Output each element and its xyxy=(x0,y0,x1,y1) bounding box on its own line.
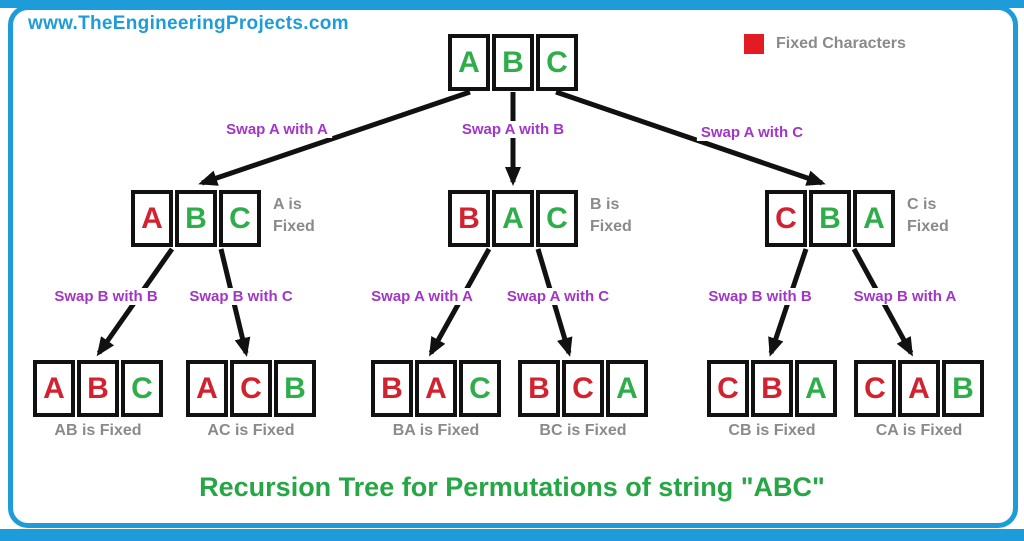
edge-label-swap: Swap B with B xyxy=(50,288,162,305)
edge-label-swap: Swap B with A xyxy=(849,288,961,305)
edge-label-swap: Swap A with A xyxy=(367,288,477,305)
leaf-caption: BA is Fixed xyxy=(392,422,480,439)
node-leaf-abc: A B C xyxy=(33,360,163,417)
letter-cell: C xyxy=(121,360,163,417)
letter-cell: A xyxy=(186,360,228,417)
letter-cell: A xyxy=(492,190,534,247)
letter-cell: B xyxy=(448,190,490,247)
letter-cell: B xyxy=(371,360,413,417)
letter-cell: A xyxy=(131,190,173,247)
node-caption: C is Fixed xyxy=(907,196,949,235)
letter-cell: C xyxy=(230,360,272,417)
letter-cell: B xyxy=(274,360,316,417)
leaf-caption: AB is Fixed xyxy=(54,422,142,439)
letter-cell: A xyxy=(33,360,75,417)
letter-cell: A xyxy=(415,360,457,417)
node-leaf-acb: A C B xyxy=(186,360,316,417)
node-caption: A is Fixed xyxy=(273,196,315,235)
legend-label: Fixed Characters xyxy=(776,35,906,52)
letter-cell: B xyxy=(942,360,984,417)
letter-cell: B xyxy=(809,190,851,247)
edge-root-right xyxy=(555,89,826,186)
leaf-caption: CB is Fixed xyxy=(728,422,816,439)
letter-cell: A xyxy=(448,34,490,91)
node-leaf-cba: C B A xyxy=(707,360,837,417)
edge-label-swap: Swap B with C xyxy=(185,288,297,305)
letter-cell: C xyxy=(562,360,604,417)
node-leaf-bca: B C A xyxy=(518,360,648,417)
letter-cell: A xyxy=(853,190,895,247)
letter-cell: C xyxy=(219,190,261,247)
letter-cell: B xyxy=(751,360,793,417)
node-caption: B is Fixed xyxy=(590,196,632,235)
node-leaf-cab: C A B xyxy=(854,360,984,417)
letter-cell: C xyxy=(536,34,578,91)
letter-cell: B xyxy=(518,360,560,417)
bottom-border-bar xyxy=(0,529,1024,541)
node-level2-a: A B C xyxy=(131,190,261,247)
edge-root-left xyxy=(198,89,471,186)
leaf-caption: BC is Fixed xyxy=(539,422,627,439)
fixed-color-swatch-icon xyxy=(744,34,764,54)
letter-cell: B xyxy=(77,360,119,417)
node-leaf-bac: B A C xyxy=(371,360,501,417)
letter-cell: C xyxy=(459,360,501,417)
letter-cell: C xyxy=(536,190,578,247)
node-root: A B C xyxy=(448,34,578,91)
edge-label-swap: Swap B with B xyxy=(704,288,816,305)
leaf-caption: CA is Fixed xyxy=(875,422,963,439)
letter-cell: A xyxy=(795,360,837,417)
letter-cell: A xyxy=(606,360,648,417)
letter-cell: C xyxy=(765,190,807,247)
top-border-bar xyxy=(0,0,1024,8)
leaf-caption: AC is Fixed xyxy=(207,422,295,439)
node-level2-c: C B A xyxy=(765,190,895,247)
watermark-link[interactable]: www.TheEngineeringProjects.com xyxy=(28,13,349,34)
legend: Fixed Characters xyxy=(744,34,906,54)
edge-label-swap: Swap A with C xyxy=(502,288,614,305)
letter-cell: B xyxy=(175,190,217,247)
node-level2-b: B A C xyxy=(448,190,578,247)
letter-cell: B xyxy=(492,34,534,91)
letter-cell: C xyxy=(854,360,896,417)
letter-cell: C xyxy=(707,360,749,417)
letter-cell: A xyxy=(898,360,940,417)
edge-label-swap: Swap A with C xyxy=(696,124,808,141)
diagram-title: Recursion Tree for Permutations of strin… xyxy=(199,472,825,502)
edge-label-swap: Swap A with B xyxy=(457,121,569,138)
edge-label-swap: Swap A with A xyxy=(222,121,332,138)
